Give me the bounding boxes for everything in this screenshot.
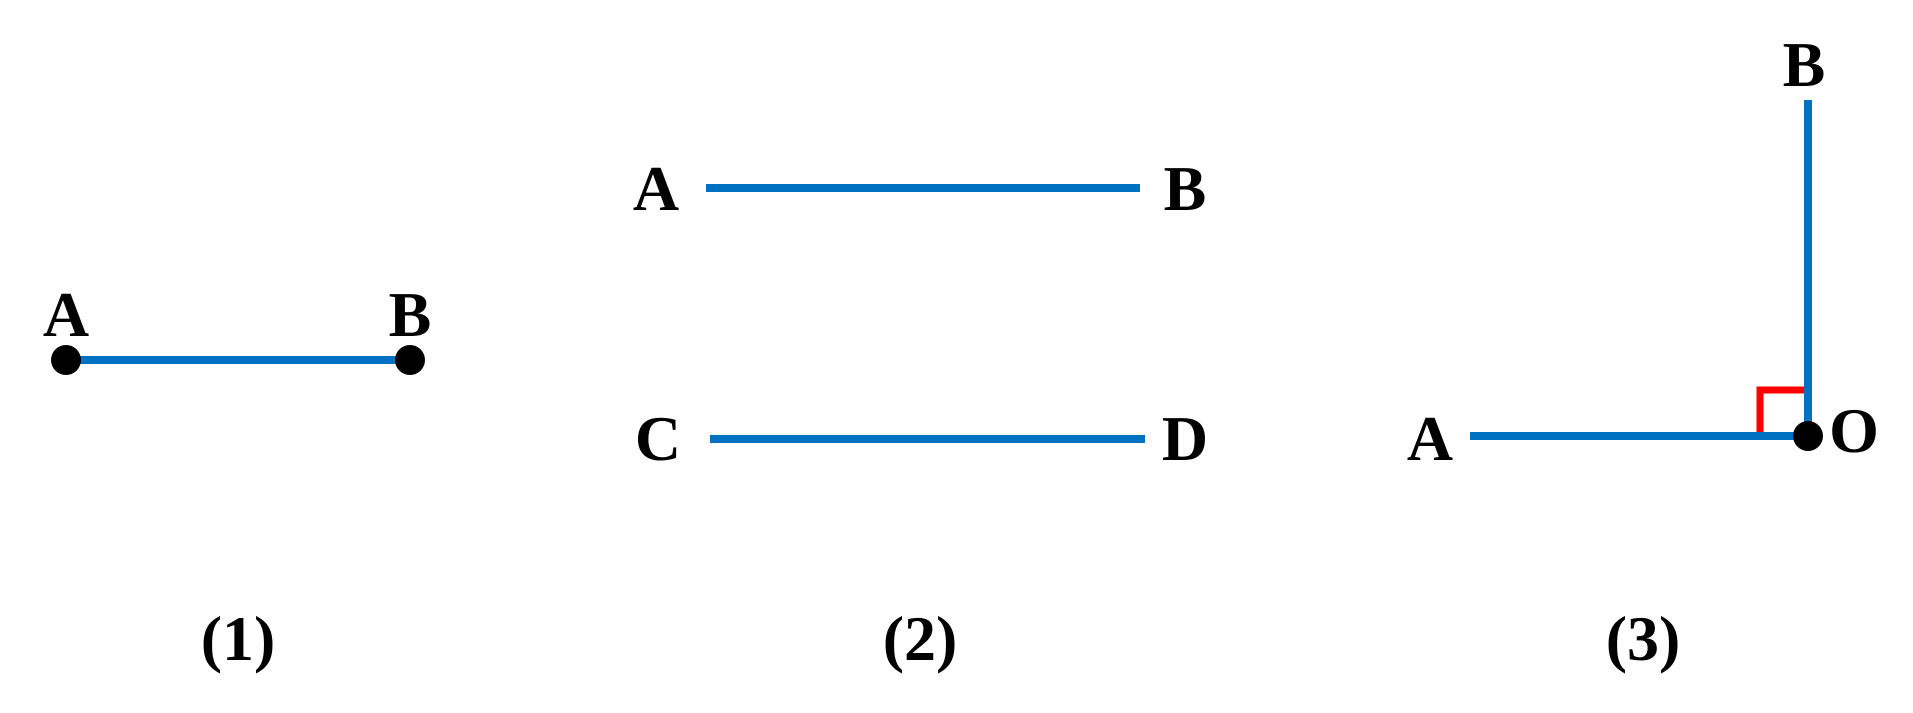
label-point-o: O [1829, 395, 1879, 466]
figure-3: A B O (3) [1407, 29, 1879, 674]
figure-1-caption: (1) [201, 603, 276, 674]
figure-2: A B C D (2) [633, 153, 1208, 674]
point-b-dot [395, 345, 425, 375]
label-point-a: A [1407, 403, 1453, 474]
label-point-a: A [633, 153, 679, 224]
label-point-a: A [43, 279, 89, 350]
figure-2-caption: (2) [883, 603, 958, 674]
label-point-d: D [1162, 403, 1208, 474]
label-point-b: B [389, 279, 432, 350]
figure-3-caption: (3) [1606, 603, 1681, 674]
label-point-b: B [1783, 29, 1826, 100]
point-a-dot [51, 345, 81, 375]
label-point-b: B [1164, 153, 1207, 224]
label-point-c: C [635, 403, 681, 474]
right-angle-mark [1756, 386, 1804, 432]
point-o-dot [1793, 421, 1823, 451]
figure-1: A B (1) [43, 279, 431, 674]
